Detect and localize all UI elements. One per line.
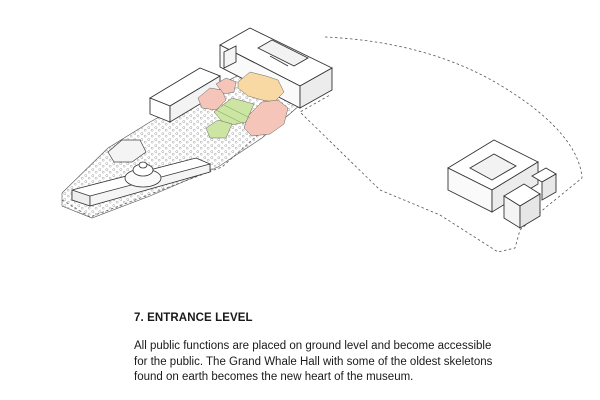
pink-grand-whale-hall <box>243 99 289 137</box>
site-boundary-dashed <box>299 36 583 253</box>
building-right-cluster <box>447 139 557 229</box>
pink-volume-upper <box>215 77 237 95</box>
section-heading: 7. ENTRANCE LEVEL <box>134 312 253 324</box>
caption: 7. ENTRANCE LEVEL All public functions a… <box>134 312 554 386</box>
green-courtyard-lower <box>205 119 233 139</box>
public-functions-colored-areas <box>197 71 289 139</box>
description-line: found on earth becomes the new heart of … <box>134 371 414 383</box>
description-line: All public functions are placed on groun… <box>134 340 492 352</box>
building-left-block <box>148 67 222 123</box>
section-description: All public functions are placed on groun… <box>134 339 554 386</box>
pond-opening <box>107 139 147 163</box>
orange-hall-volume <box>237 71 285 103</box>
pink-volume-small <box>197 87 227 111</box>
description-line: for the public. The Grand Whale Hall wit… <box>134 355 493 368</box>
palace-building <box>71 157 211 207</box>
axonometric-site-diagram <box>61 27 583 253</box>
